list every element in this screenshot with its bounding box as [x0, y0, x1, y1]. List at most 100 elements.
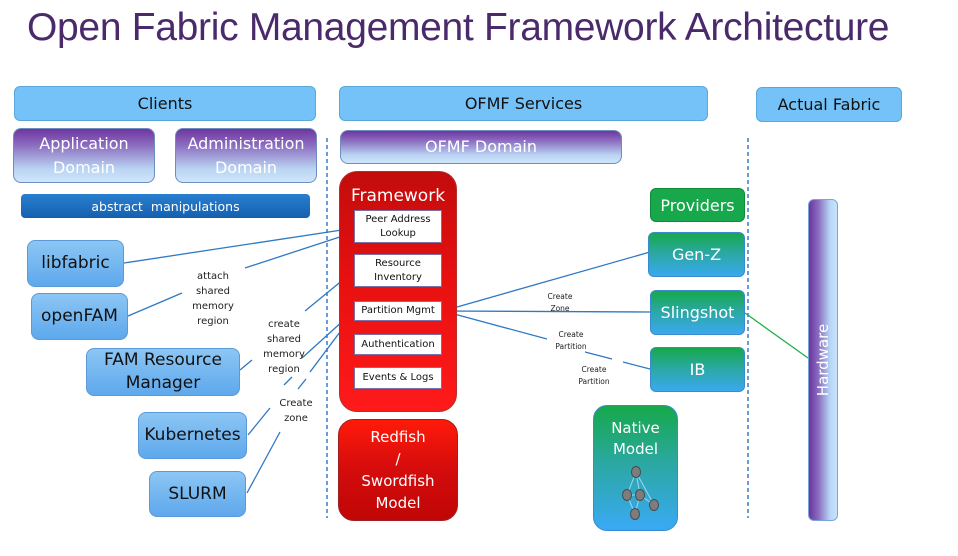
annotation-create-zone-right: Create Zone	[540, 291, 580, 315]
application-domain-line2: Domain	[52, 157, 116, 177]
client-fam-rm-line1: FAM Resource	[104, 350, 222, 370]
connector-partition-ib-a	[442, 310, 548, 340]
model-line2: /	[395, 450, 401, 468]
annotation-line: Zone	[550, 304, 570, 313]
connector-slingshot-hardware	[744, 312, 809, 359]
hardware-label: Hardware	[814, 323, 833, 397]
annotation-line: shared	[266, 334, 302, 345]
header-fabric-label: Actual Fabric	[777, 95, 881, 114]
graph-node	[649, 499, 659, 511]
connector-fam-dash	[283, 376, 293, 386]
client-libfabric-label: libfabric	[41, 253, 110, 273]
annotation-line: shared	[195, 286, 231, 297]
annotation-line: Create	[581, 365, 607, 374]
graph-network-icon	[622, 466, 659, 520]
page-title: Open Fabric Management Framework Archite…	[27, 6, 890, 49]
header-actual-fabric: Actual Fabric	[756, 87, 902, 122]
graph-node	[622, 489, 632, 501]
providers-title: Providers	[660, 195, 735, 215]
annotation-line: region	[268, 364, 300, 375]
annotation-line: memory	[263, 349, 305, 360]
connector-kubernetes	[247, 407, 271, 436]
graph-node	[631, 466, 641, 478]
header-clients: Clients	[14, 86, 316, 121]
annotation-line: region	[197, 316, 229, 327]
ofmf-domain[interactable]: OFMF Domain	[340, 130, 622, 164]
provider-slingshot[interactable]: Slingshot	[650, 290, 745, 335]
application-domain[interactable]: Application Domain	[13, 128, 155, 183]
provider-slingshot-label: Slingshot	[660, 303, 735, 322]
annotation-create-shared-memory: create shared memory region	[255, 317, 313, 377]
graph-node	[635, 489, 645, 501]
annotation-line: attach	[197, 271, 229, 282]
annotation-line: create	[268, 319, 300, 330]
framework-item-events-logs[interactable]: Events & Logs	[354, 367, 442, 389]
annotation-create-partition-1: Create Partition	[550, 329, 592, 353]
peer-address-line2: Lookup	[380, 227, 416, 239]
framework-item-resource-inventory[interactable]: Resource Inventory	[354, 254, 442, 287]
framework-item-authentication[interactable]: Authentication	[354, 334, 442, 355]
connector-partition-ib-b	[584, 351, 613, 360]
framework-item-peer-address-lookup[interactable]: Peer Address Lookup	[354, 210, 442, 243]
graph-node	[630, 508, 640, 520]
connector-attach-peer	[244, 231, 356, 269]
abstract-manipulations-label: abstract manipulations	[91, 198, 240, 214]
native-model-line1: Native	[611, 419, 660, 437]
connector-fam-rm	[239, 359, 253, 371]
client-openfam-label: openFAM	[41, 306, 118, 326]
client-libfabric[interactable]: libfabric	[27, 240, 124, 287]
annotation-line: Create	[547, 292, 573, 301]
model-line4: Model	[375, 494, 421, 512]
provider-ib[interactable]: IB	[650, 347, 745, 392]
client-openfam[interactable]: openFAM	[31, 293, 128, 340]
hardware-bar[interactable]: Hardware	[808, 199, 838, 521]
annotation-line: memory	[192, 301, 234, 312]
partition-mgmt-label: Partition Mgmt	[361, 305, 435, 316]
administration-domain[interactable]: Administration Domain	[175, 128, 317, 183]
connector-slurm	[246, 431, 281, 494]
annotation-create-zone-left: Create zone	[271, 396, 321, 426]
provider-ib-label: IB	[689, 360, 706, 379]
abstract-manipulations-bar: abstract manipulations	[21, 194, 310, 218]
provider-gen-z[interactable]: Gen-Z	[648, 232, 745, 277]
client-kubernetes-label: Kubernetes	[144, 425, 241, 445]
connector-partition-slingshot	[442, 310, 651, 313]
connector-zone-dash	[297, 378, 307, 390]
events-logs-label: Events & Logs	[362, 372, 434, 383]
ofmf-domain-label: OFMF Domain	[425, 137, 537, 156]
header-ofmf-services: OFMF Services	[339, 86, 708, 121]
annotation-line: zone	[284, 413, 308, 424]
client-kubernetes[interactable]: Kubernetes	[138, 412, 247, 459]
client-slurm-label: SLURM	[168, 483, 227, 504]
connector-openfam	[127, 292, 183, 317]
client-fam-resource-manager[interactable]: FAM Resource Manager	[86, 348, 240, 396]
native-model[interactable]: Native Model	[593, 405, 678, 531]
redfish-swordfish-model[interactable]: Redfish / Swordfish Model	[338, 419, 458, 521]
peer-address-line1: Peer Address	[365, 213, 431, 225]
annotation-attach-shared-memory: attach shared memory region	[184, 269, 242, 329]
model-line1: Redfish	[370, 428, 426, 446]
annotation-line: Create	[558, 330, 584, 339]
providers-header: Providers	[650, 188, 745, 222]
header-services-label: OFMF Services	[464, 94, 583, 113]
resource-inventory-line1: Resource	[375, 257, 421, 269]
client-fam-rm-line2: Manager	[125, 373, 201, 393]
provider-gen-z-label: Gen-Z	[671, 245, 722, 264]
header-clients-label: Clients	[137, 94, 193, 113]
authentication-label: Authentication	[361, 338, 435, 350]
model-line3: Swordfish	[361, 472, 435, 490]
framework-title: Framework	[350, 186, 446, 206]
connector-partition-ib-c	[622, 361, 651, 370]
application-domain-line1: Application	[39, 133, 129, 153]
annotation-create-partition-2: Create Partition	[573, 364, 615, 388]
administration-domain-line1: Administration	[187, 133, 305, 153]
connector-partition-genz	[442, 251, 651, 312]
connector-libfabric-peer	[123, 227, 356, 264]
administration-domain-line2: Domain	[214, 157, 278, 177]
annotation-line: Partition	[555, 342, 587, 351]
framework-item-partition-mgmt[interactable]: Partition Mgmt	[354, 301, 442, 321]
annotation-line: Create	[279, 398, 313, 409]
native-model-line2: Model	[612, 440, 659, 458]
client-slurm[interactable]: SLURM	[149, 471, 246, 517]
